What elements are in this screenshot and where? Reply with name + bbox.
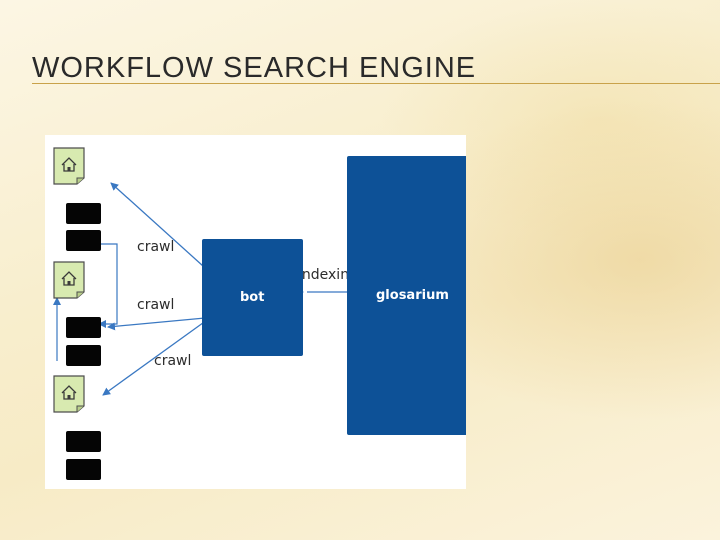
data-block [66,459,101,480]
slide-title: WORKFLOW SEARCH ENGINE [32,52,477,84]
glosarium-label: glosarium [376,288,449,303]
crawl-label-top: crawl [137,239,175,255]
web-page-icon [53,147,85,185]
data-block [66,317,101,338]
crawl-arrow-top [110,182,204,267]
data-block [66,345,101,366]
workflow-diagram: crawl crawl crawl indexing bot glosarium [45,135,466,489]
bot-label: bot [240,290,265,305]
bot-box: bot [202,239,303,356]
data-block [66,431,101,452]
crawl-arrow-middle [107,317,206,331]
crawl-label-middle: crawl [137,297,175,313]
title-divider [32,83,720,84]
data-block [66,203,101,224]
indexing-label: indexing [298,267,358,283]
page-link-bracket [83,243,118,328]
data-block [66,230,101,251]
glosarium-box: glosarium [347,156,466,435]
crawl-arrow-bottom [102,319,208,396]
web-page-icon [53,261,85,299]
crawl-label-bottom: crawl [154,353,192,369]
web-page-icon [53,375,85,413]
